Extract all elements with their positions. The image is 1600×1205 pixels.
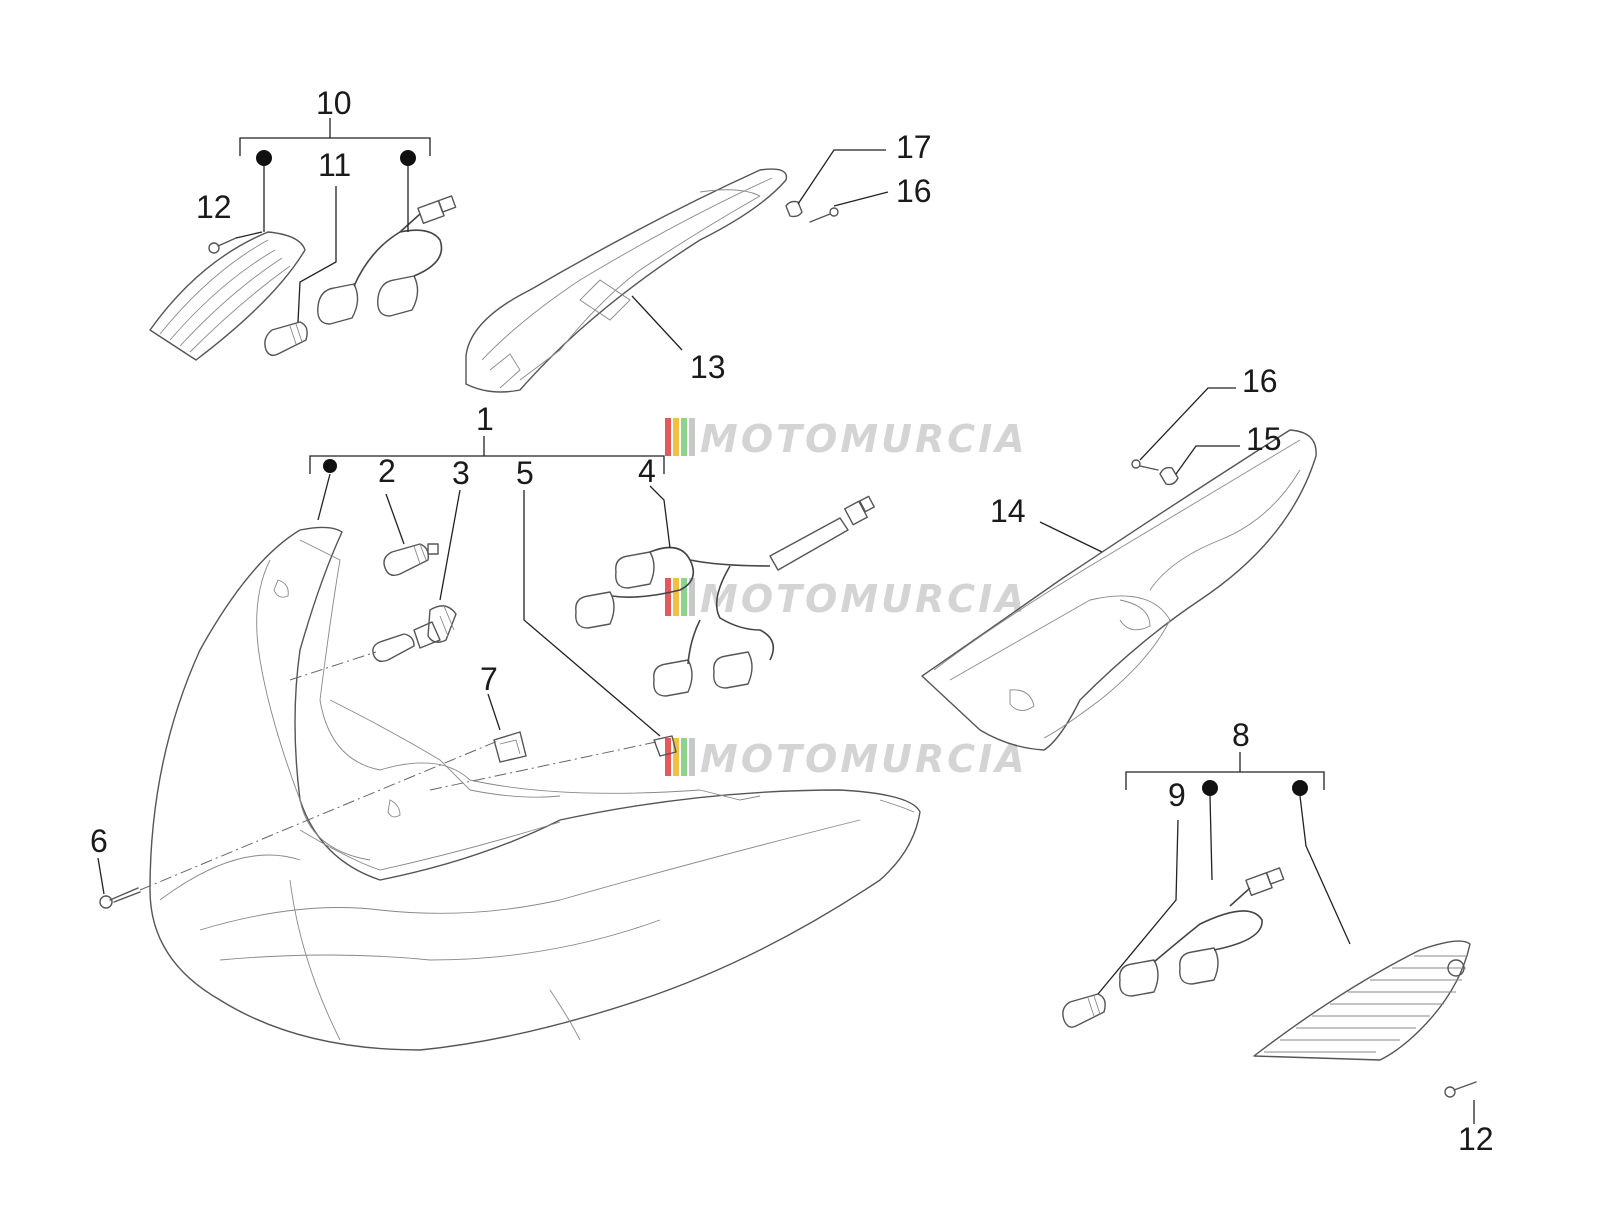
wiring-harness-4 [575,485,875,697]
headlight-housing [149,473,921,1051]
callout-11: 11 [318,147,351,183]
group-8-brackets [1125,752,1325,796]
bracket-13 [465,168,788,393]
screw-6 [97,857,141,909]
watermark-1: MOTOMURCIA [665,417,1028,461]
clip-7 [487,693,527,763]
screw-12-right [1444,1081,1477,1124]
bulb-11-left [264,186,337,357]
bulb-2 [383,493,439,577]
screw-12-left [208,231,263,254]
callout-3: 3 [452,455,470,491]
assembly-lines [139,651,657,891]
halogen-bulb-3 [372,489,461,663]
watermark-text-2: MOTOMURCIA [700,577,1028,621]
callout-13: 13 [690,349,726,385]
callout-7: 7 [480,661,498,697]
callout-9: 9 [1168,777,1186,813]
bracket-14 [921,429,1317,751]
callout-15: 15 [1246,421,1282,457]
spacer-17-top [785,149,886,218]
callout-4: 4 [638,453,656,489]
callout-16-right: 16 [1242,363,1278,399]
callout-12-right: 12 [1458,1121,1494,1157]
callout-6: 6 [90,823,108,859]
callout-10: 10 [316,85,352,121]
group-10-brackets [239,118,431,166]
callout-5: 5 [516,455,534,491]
callout-14: 14 [990,493,1026,529]
callout-12-left: 12 [196,189,232,225]
watermark-text-1: MOTOMURCIA [700,417,1028,461]
spacer-15 [1159,445,1240,486]
turn-signal-lens-left [149,166,306,361]
turn-signal-lens-right [1253,795,1471,1061]
screw-16-right [1131,387,1236,471]
group-1-brackets [309,436,665,474]
watermark-3: MOTOMURCIA [665,737,1028,781]
callout-1: 1 [476,401,494,437]
part-5 [523,490,677,757]
socket-harness-right [1119,795,1285,997]
watermark-2: MOTOMURCIA [665,577,1028,621]
bulb-9-right [1062,819,1179,1028]
screw-16-top [809,191,889,223]
callout-16-top: 16 [896,173,932,209]
socket-harness-left [317,166,457,325]
watermark-text-3: MOTOMURCIA [700,737,1028,781]
callout-8: 8 [1232,717,1250,753]
callout-17: 17 [896,129,932,165]
callout-2: 2 [378,453,396,489]
leader-13 [631,295,683,351]
